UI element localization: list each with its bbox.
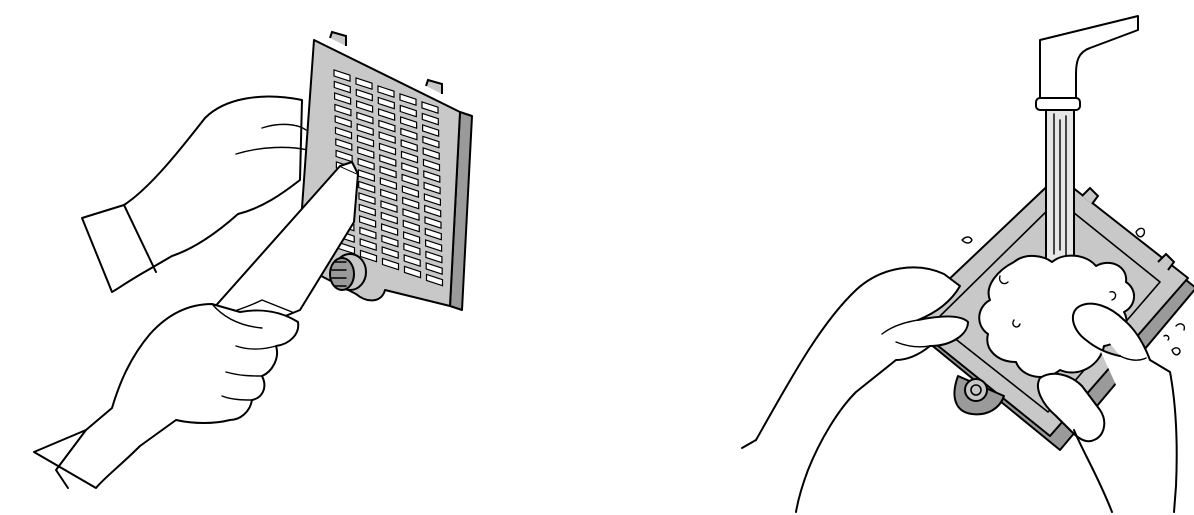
filter-knob-icon: [330, 254, 366, 290]
panel-vacuum-filter: [34, 32, 472, 488]
right-hand-icon: [34, 304, 298, 488]
washing-left-hand-icon: [742, 267, 968, 512]
faucet-icon: [1036, 16, 1138, 110]
mount-ring-icon: [965, 379, 987, 401]
panel-wash-filter: [742, 16, 1194, 512]
water-stream-icon: [1046, 110, 1074, 262]
